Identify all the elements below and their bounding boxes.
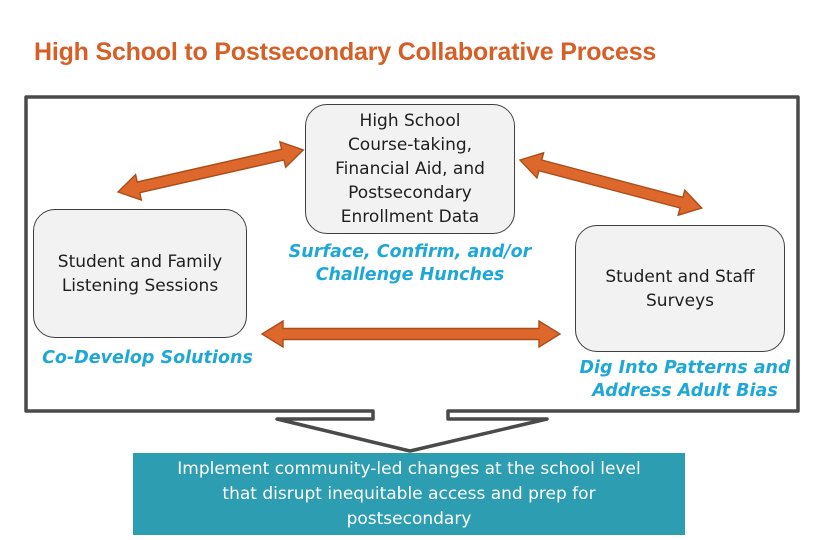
node-listening-sessions: Student and Family Listening Sessions [33, 209, 247, 338]
node-line: Student and Family [57, 251, 223, 272]
label-co-develop-solutions: Co-Develop Solutions [30, 347, 265, 370]
node-line: Postsecondary [348, 183, 472, 203]
banner-line: that disrupt inequitable access and prep… [222, 483, 596, 504]
arrow-listening-to-data [116, 140, 305, 202]
node-line: High School [359, 111, 461, 131]
banner-line: Implement community-led changes at the s… [177, 458, 641, 479]
node-line: Surveys [646, 290, 714, 311]
label-line: Dig Into Patterns and [579, 358, 791, 378]
node-surveys: Student and Staff Surveys [575, 225, 785, 352]
label-dig-into-patterns: Dig Into Patterns and Address Adult Bias [560, 357, 810, 403]
node-line: Student and Staff [605, 266, 755, 287]
label-line: Surface, Confirm, and/or [288, 242, 532, 262]
label-line: Co-Develop Solutions [42, 348, 253, 368]
arrow-data-to-surveys [518, 151, 704, 217]
node-line: Listening Sessions [61, 275, 219, 296]
node-line: Enrollment Data [340, 207, 480, 227]
node-enrollment-data: High School Course-taking, Financial Aid… [305, 104, 515, 234]
implementation-banner: Implement community-led changes at the s… [133, 453, 685, 535]
process-frame-outline [24, 95, 800, 453]
label-line: Address Adult Bias [592, 381, 778, 401]
label-line: Challenge Hunches [315, 265, 505, 285]
banner-line: postsecondary [346, 508, 472, 529]
arrow-listening-to-surveys [260, 319, 562, 349]
node-line: Course-taking, [347, 135, 473, 155]
label-surface-confirm-challenge: Surface, Confirm, and/or Challenge Hunch… [270, 241, 550, 287]
node-line: Financial Aid, and [335, 159, 485, 179]
page-title: High School to Postsecondary Collaborati… [34, 38, 657, 66]
